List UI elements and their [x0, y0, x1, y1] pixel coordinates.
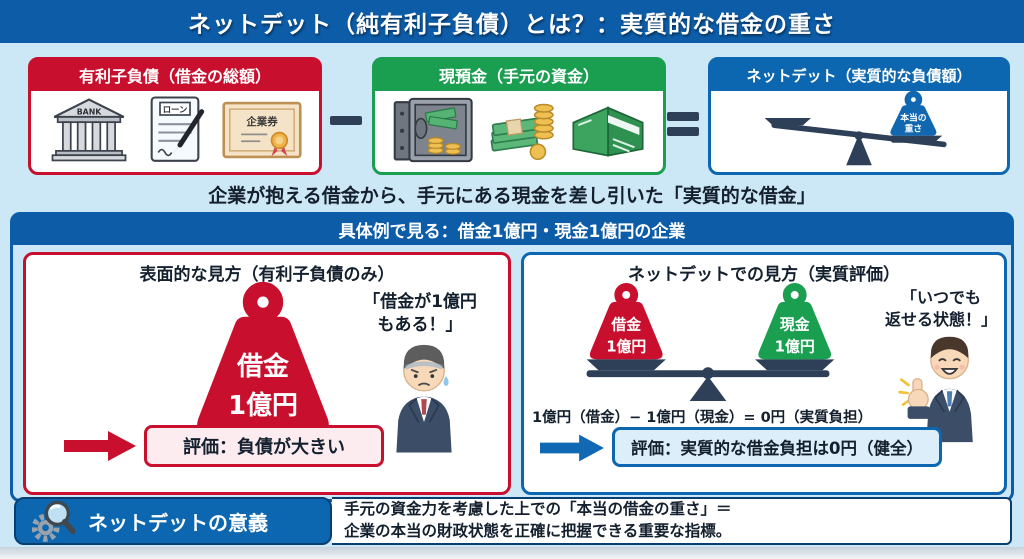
netdebt-quote: 「いつでも 返せる状態！」	[884, 288, 997, 329]
netdebt-box-header: ネットデット（実質的な負債額）	[710, 59, 1008, 91]
magnifier-gear-icon	[32, 500, 76, 542]
scale-debt-weight-line1: 借金	[610, 316, 641, 334]
worried-businessman-illustration	[396, 344, 452, 453]
page-title: ネットデット（純有利子負債）とは？：実質的な借金の重さ	[188, 11, 836, 38]
balance-scale-icon: 借金 1億円 現金 1億円	[586, 283, 835, 401]
significance-line2: 企業の本当の財政状態を正確に把握できる重要な指標。	[344, 522, 732, 540]
evaluation-box-negative: 評価：負債が大きい	[144, 425, 384, 467]
certificate-icon: 企業券	[221, 101, 302, 159]
significance-text-box: 手元の資金力を考慮した上での「本当の借金の重さ」＝ 企業の本当の財政状態を正確に…	[332, 497, 1012, 545]
significance-label-box: ネットデットの意義	[14, 497, 332, 545]
evaluation-box-positive: 評価：実質的な借金負担は0円（健全）	[612, 427, 942, 467]
debt-box: 有利子負債（借金の総額） BANK ローン	[28, 57, 322, 175]
netdebt-view-panel: ネットデットでの見方（実質評価） 借金 1億円 現金 1億円 「いつでも 返せる…	[521, 252, 1007, 495]
safe-icon	[393, 97, 473, 163]
scale-cash-weight-line1: 現金	[780, 316, 810, 334]
scale-debt-weight-line2: 1億円	[606, 337, 646, 355]
certificate-label: 企業券	[245, 115, 278, 128]
debt-weight-line2: 1億円	[228, 391, 298, 421]
formula-text: 1億円（借金）− 1億円（現金）= 0円（実質負担）	[532, 410, 873, 426]
surface-quote: 「借金が1億円 もある！」	[363, 292, 477, 335]
cash-box: 現預金（手元の資金）	[372, 57, 666, 175]
loan-document-icon: ローン	[150, 96, 205, 162]
significance-label: ネットデットの意義	[88, 510, 268, 535]
loan-label: ローン	[163, 105, 188, 115]
debt-box-icons: BANK ローン	[31, 91, 319, 171]
tilted-scale-icon: 本当の 重さ	[764, 90, 947, 166]
surface-view-panel: 表面的な見方（有利子負債のみ） 借金 1億円 「借金が1億円 もある！」	[23, 252, 511, 495]
example-header: 具体例で見る：借金1億円・現金1億円の企業	[12, 214, 1012, 245]
netdebt-view-title: ネットデットでの見方（実質評価）	[628, 265, 900, 285]
blue-arrow-icon	[540, 434, 604, 462]
cash-box-icons	[375, 91, 663, 171]
scale-cash-weight-line2: 1億円	[775, 337, 815, 355]
true-weight-line2: 重さ	[905, 123, 923, 135]
netdebt-box-icons: 本当の 重さ	[711, 90, 1007, 171]
bottom-strip	[0, 547, 1024, 559]
bank-icon: BANK	[51, 98, 126, 162]
red-arrow-icon	[64, 431, 136, 461]
cash-box-header: 現預金（手元の資金）	[374, 59, 664, 91]
significance-line1: 手元の資金力を考慮した上での「本当の借金の重さ」＝	[344, 500, 732, 519]
happy-businessman-illustration	[898, 336, 973, 443]
true-weight-line1: 本当の	[899, 111, 927, 123]
debt-box-header: 有利子負債（借金の総額）	[30, 59, 320, 91]
title-bar: ネットデット（純有利子負債）とは？：実質的な借金の重さ	[0, 0, 1024, 43]
example-box: 具体例で見る：借金1億円・現金1億円の企業 表面的な見方（有利子負債のみ） 借金…	[10, 212, 1014, 502]
cash-stack-icon	[490, 103, 554, 161]
bankbook-icon	[571, 106, 644, 157]
debt-weight-line1: 借金	[236, 351, 290, 382]
netdebt-box: ネットデット（実質的な負債額） 本当の 重さ	[708, 57, 1010, 175]
summary-text: 企業が抱える借金から、手元にある現金を差し引いた「実質的な借金」	[208, 185, 816, 207]
debt-weight-large-icon: 借金 1億円	[197, 281, 329, 434]
bank-label: BANK	[76, 107, 102, 116]
surface-view-title: 表面的な見方（有利子負債のみ）	[139, 265, 395, 285]
